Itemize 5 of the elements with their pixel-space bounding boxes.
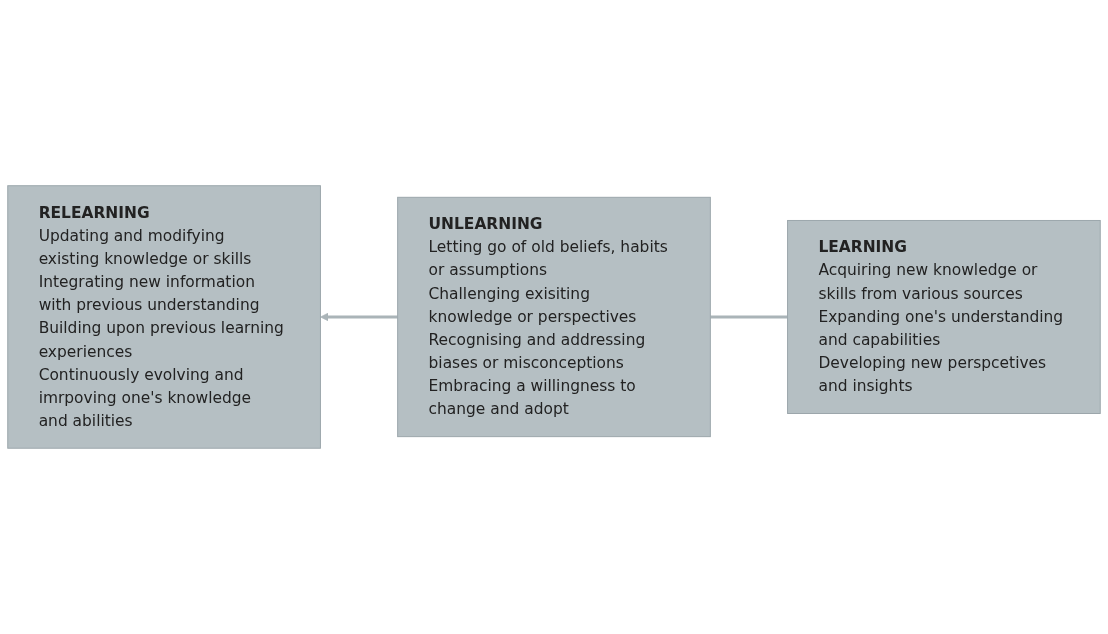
node-box: UNLEARNING Letting go of old beliefs, habits or assumptions Challenging exisiting knowledge or perspectives Recognising and addressing biases or misconceptions Embracing a willingness to change and adopt (397, 196, 711, 438)
arrow (320, 312, 398, 322)
node-box: LEARNING Acquiring new knowledge or skills from various sources Expanding one's understanding and capabilities Developing new perspcetives and insights (787, 220, 1101, 414)
node-box: RELEARNING Updating and modifying existing knowledge or skills Integrating new information with previous understanding Building upon previous learning experiences Continuously evolving and imrpoving one's knowledge and abilities (7, 185, 321, 449)
connector (710, 315, 788, 319)
